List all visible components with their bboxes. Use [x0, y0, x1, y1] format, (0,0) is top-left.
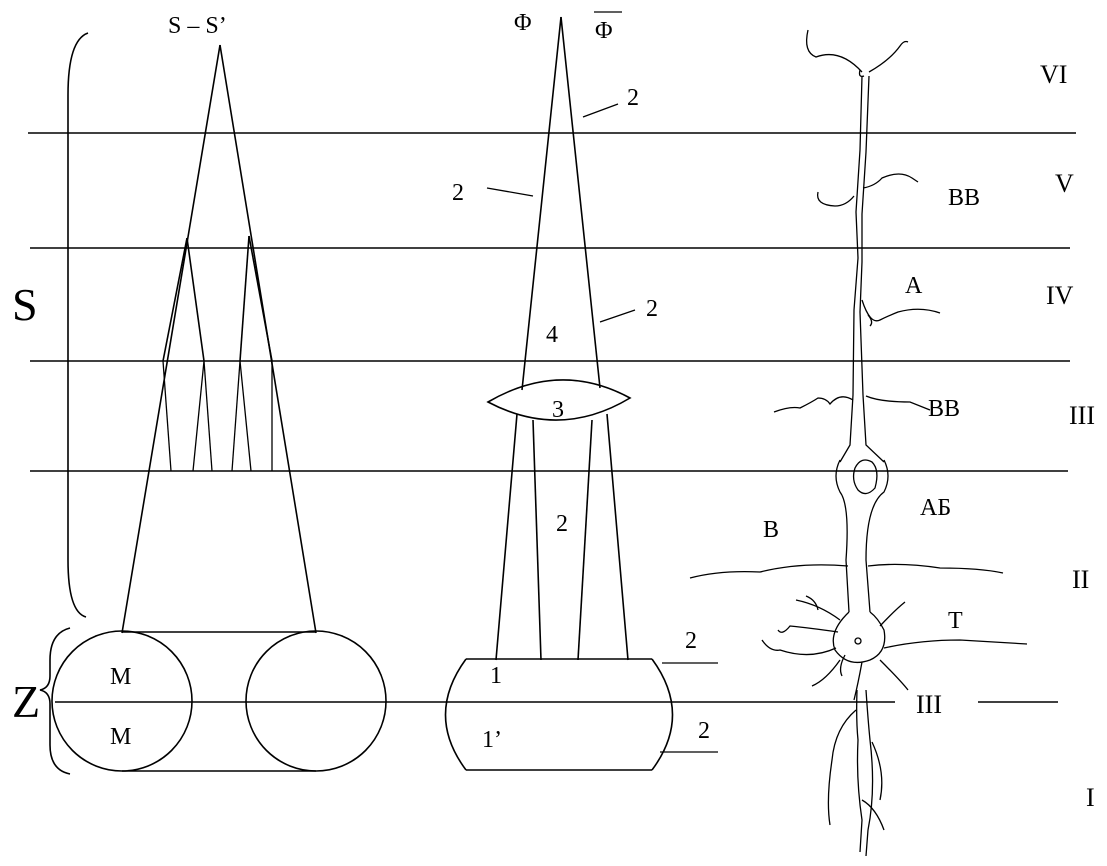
label-phi-bar: Φ — [595, 18, 613, 44]
label-t: T — [948, 608, 963, 634]
pyramidal-neuron — [689, 29, 1028, 857]
label-cell-1: 1 — [490, 663, 502, 689]
label-num-2: 2 — [452, 180, 464, 206]
label-num-4: 4 — [546, 322, 558, 348]
label-cell-1-prime: 1’ — [482, 727, 502, 753]
layer-label-v: V — [1055, 169, 1074, 198]
label-num-2: 2 — [556, 511, 568, 537]
layer-label-i: I — [1086, 783, 1095, 812]
right-circle — [245, 630, 387, 772]
layer-label-ii: II — [1072, 565, 1089, 594]
label-phi: Φ — [514, 10, 532, 36]
s-bracket — [67, 32, 89, 618]
diagram-labels: S – S’ Φ Φ S Z M M 1 1’ 2 2 2 4 3 2 2 2 … — [12, 10, 1095, 812]
label-big-s: S — [12, 279, 38, 330]
label-vv-lower: BB — [928, 396, 960, 422]
phi-fan — [486, 16, 718, 753]
label-num-3: 3 — [552, 397, 564, 423]
label-num-2: 2 — [698, 718, 710, 744]
lens — [486, 379, 632, 421]
label-ab: AБ — [920, 495, 951, 521]
layer-label-iii: III — [1069, 401, 1095, 430]
layer-label-vi: VI — [1040, 60, 1067, 89]
label-m-top: M — [110, 664, 131, 690]
label-big-z: Z — [12, 676, 40, 727]
s-fan — [121, 44, 317, 634]
label-b: B — [763, 517, 779, 543]
layer-label-iii-lower: III — [916, 690, 942, 719]
left-circle — [51, 630, 193, 772]
label-num-2: 2 — [627, 85, 639, 111]
barrel — [444, 658, 674, 771]
label-num-2: 2 — [646, 296, 658, 322]
z-bracket — [39, 627, 71, 775]
label-num-2: 2 — [685, 628, 697, 654]
label-vv-upper: BB — [948, 185, 980, 211]
label-m-bottom: M — [110, 724, 131, 750]
layer-label-iv: IV — [1046, 281, 1074, 310]
label-a: A — [905, 273, 923, 299]
nucleus — [852, 459, 878, 495]
m-circles — [51, 630, 387, 772]
label-s-s-prime: S – S’ — [168, 13, 227, 39]
